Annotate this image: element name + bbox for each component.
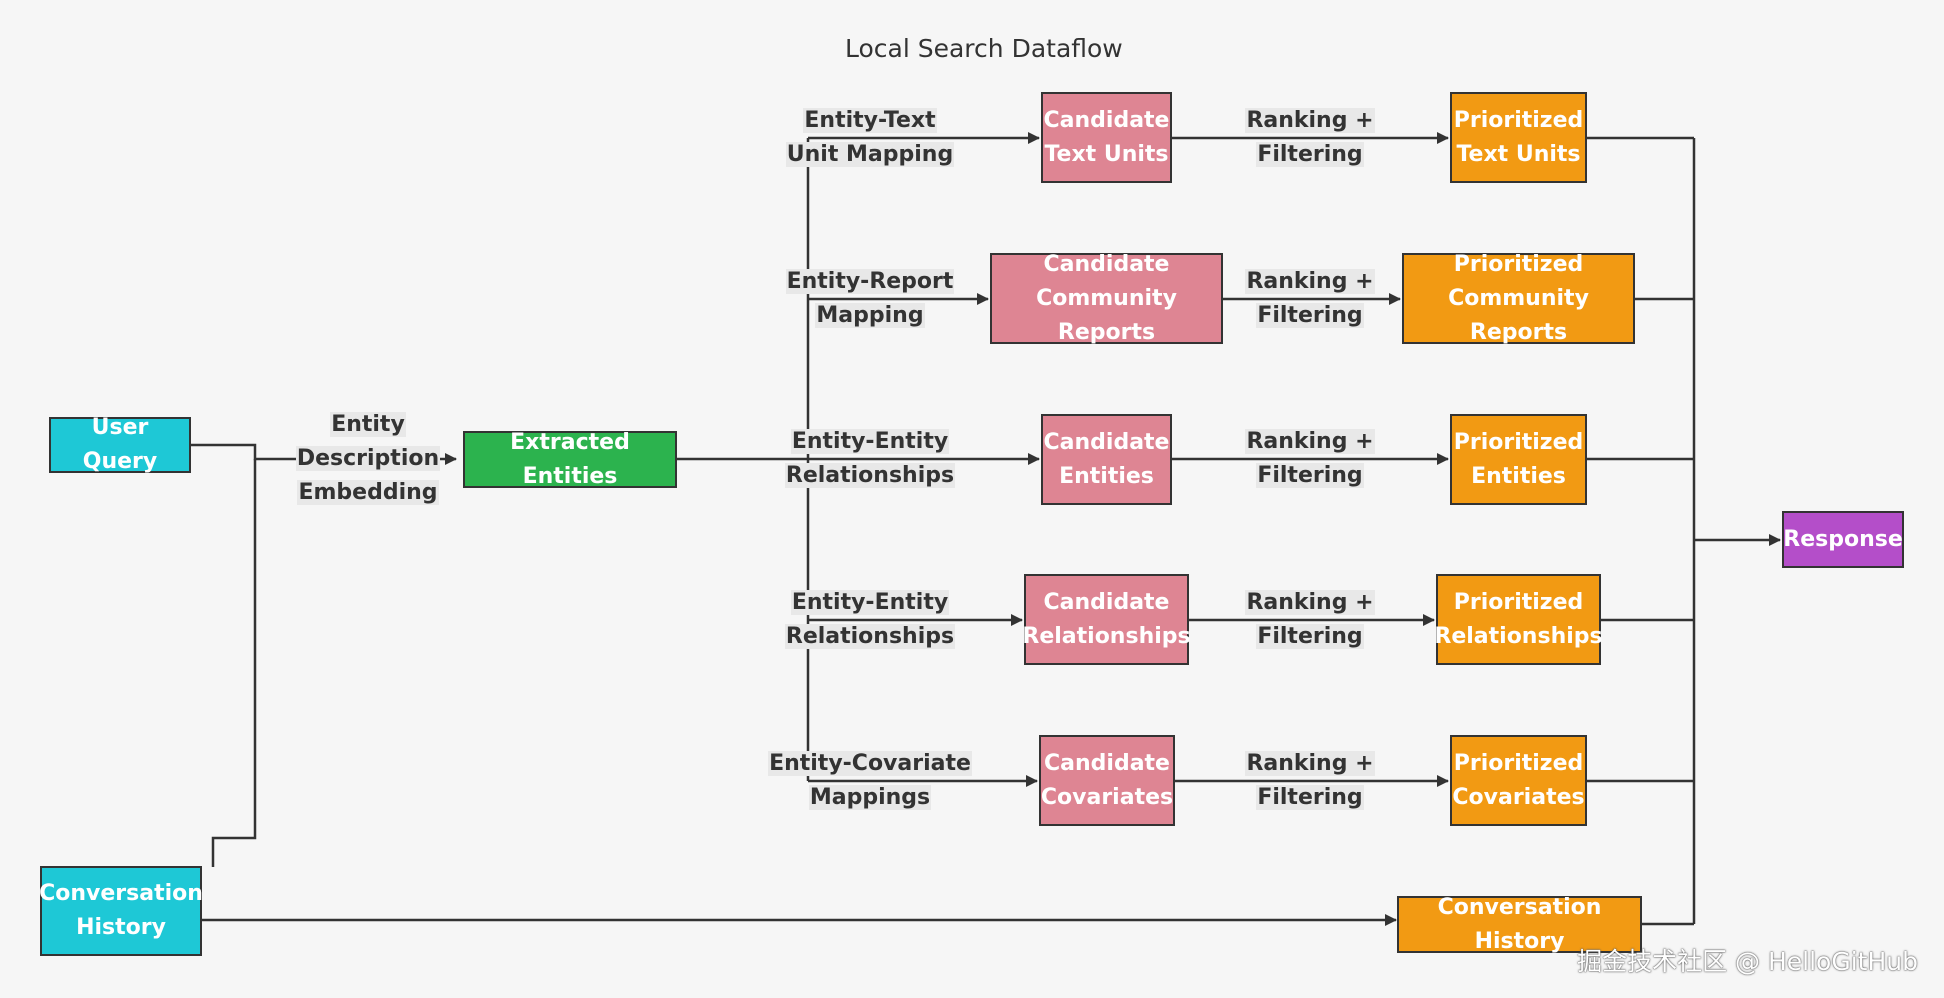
node-conversation-history-input[interactable]: Conversation History: [39, 866, 203, 956]
node-prioritized-community-reports[interactable]: Prioritized Community Reports: [1402, 252, 1635, 345]
edge-label-entity-text-unit-mapping: Entity-Text Unit Mapping: [785, 108, 955, 167]
node-response[interactable]: Response: [1782, 511, 1904, 568]
edge-label-ranking-filtering-1: Ranking + Filtering: [1245, 108, 1375, 167]
diagram-title: Local Search Dataflow: [845, 34, 1123, 63]
edge-label-entity-entity-relationships-2: Entity-Entity Relationships: [784, 590, 956, 649]
edge-label-ranking-filtering-2: Ranking + Filtering: [1245, 269, 1375, 328]
edge-label-ranking-filtering-5: Ranking + Filtering: [1245, 751, 1375, 810]
node-candidate-relationships[interactable]: Candidate Relationships: [1022, 574, 1191, 665]
edge-label-entity-covariate-mappings: Entity-Covariate Mappings: [768, 751, 972, 810]
node-conversation-history-output[interactable]: Conversation History: [1397, 895, 1642, 954]
edge-label-entity-entity-relationships-1: Entity-Entity Relationships: [784, 429, 956, 488]
edge-label-ranking-filtering-3: Ranking + Filtering: [1245, 429, 1375, 488]
edge-label-ranking-filtering-4: Ranking + Filtering: [1245, 590, 1375, 649]
node-prioritized-entities[interactable]: Prioritized Entities: [1450, 414, 1587, 505]
watermark: 掘金技术社区 @ HelloGitHub: [1577, 947, 1918, 976]
node-prioritized-covariates[interactable]: Prioritized Covariates: [1450, 735, 1587, 826]
node-candidate-entities[interactable]: Candidate Entities: [1041, 414, 1172, 505]
node-candidate-community-reports[interactable]: Candidate Community Reports: [990, 252, 1223, 345]
node-user-query[interactable]: User Query: [49, 415, 191, 474]
edge-label-entity-description-embedding: Entity Description Embedding: [295, 412, 441, 505]
node-candidate-text-units[interactable]: Candidate Text Units: [1041, 92, 1172, 183]
node-prioritized-text-units[interactable]: Prioritized Text Units: [1450, 92, 1587, 183]
node-extracted-entities[interactable]: Extracted Entities: [463, 430, 677, 489]
node-candidate-covariates[interactable]: Candidate Covariates: [1039, 735, 1175, 826]
edge-label-entity-report-mapping: Entity-Report Mapping: [785, 269, 955, 328]
edge-convhistory-to-userquery: [211, 459, 257, 867]
node-prioritized-relationships[interactable]: Prioritized Relationships: [1434, 574, 1603, 665]
